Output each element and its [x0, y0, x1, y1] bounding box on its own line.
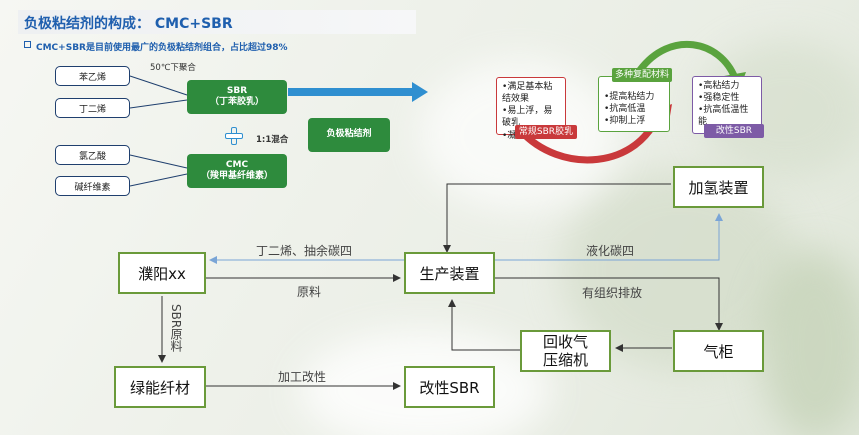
stage-tag-composite: 多种复配材料: [612, 68, 672, 82]
stage-item: •满足基本粘结效果: [502, 82, 553, 105]
stage-item: •抗高低温性能: [698, 105, 749, 128]
stage-item: •易上浮，易破乳: [502, 106, 553, 129]
node-puyang: 濮阳xx: [118, 252, 206, 294]
title-bar: [18, 10, 416, 34]
input-line: [129, 154, 188, 169]
stage-item: •高粘结力: [698, 81, 740, 91]
page-title: 负极粘结剂的构成： CMC+SBR: [24, 16, 233, 32]
result-box: 负极粘结剂: [308, 118, 390, 152]
cmc-box-line1: CMC: [225, 159, 249, 170]
edge-label-processing: 加工改性: [278, 370, 327, 384]
cmc-box-line2: （羧甲基纤维素）: [200, 171, 273, 181]
edge-label-sbr-raw: SBR原料: [169, 304, 183, 353]
sbr-box-line1: SBR: [226, 85, 248, 96]
input-line: [129, 99, 188, 109]
stage-item: •提高粘结力: [604, 92, 655, 102]
background-leaf: [760, 250, 859, 435]
input-butadiene: 丁二烯: [55, 98, 130, 118]
bullet-icon: [24, 41, 31, 48]
curve-arrow-green: [637, 40, 739, 80]
stage-item: •强稳定性: [698, 93, 740, 104]
node-gas-holder: 气柜: [673, 330, 764, 372]
mix-label: 1:1混合: [256, 135, 289, 145]
compressor-line2: 压缩机: [542, 351, 588, 369]
edge-liquefied: [495, 213, 723, 261]
cmc-box: CMC （羧甲基纤维素）: [187, 154, 287, 188]
stage-item: •抗高低温: [604, 104, 646, 115]
edge-comp-prod: [448, 299, 520, 351]
stage-tag-modified: 改性SBR: [704, 124, 764, 138]
node-green-fiber: 绿能纤材: [114, 366, 206, 408]
input-alkali-cellulose: 碱纤维素: [55, 176, 130, 196]
input-line: [129, 75, 188, 96]
stage-card-composite: •提高粘结力 •抗高低温 •抑制上浮: [598, 76, 670, 132]
stage-tag-conventional: 常规SBR胶乳: [515, 125, 577, 139]
node-production: 生产装置: [404, 252, 495, 294]
edge-label-emission: 有组织排放: [582, 286, 643, 300]
node-compressor: 回收气 压缩机: [520, 330, 611, 372]
input-styrene: 苯乙烯: [55, 66, 130, 86]
edge-label-raw: 原料: [297, 285, 322, 299]
edge-hydro-back: [443, 183, 671, 253]
node-modified-sbr: 改性SBR: [404, 366, 495, 408]
node-hydrogenation: 加氢装置: [673, 166, 764, 208]
compressor-line1: 回收气: [542, 333, 588, 351]
plus-icon: [225, 127, 243, 145]
input-chloroacetic: 氯乙酸: [55, 145, 130, 165]
edge-label-liquefied: 液化碳四: [586, 244, 635, 258]
sbr-box-line2: （丁苯胶乳）: [209, 97, 264, 107]
big-blue-arrow: [288, 82, 428, 102]
stage-item: •抑制上浮: [604, 116, 646, 127]
edge-label-butadiene: 丁二烯、抽余碳四: [256, 244, 353, 258]
stage-item: •凝: [502, 130, 517, 141]
condition-label: 50℃下聚合: [150, 63, 196, 73]
page-subtitle: CMC+SBR是目前使用最广的负极粘结剂组合，占比超过98%: [36, 43, 288, 53]
edge-emission: [495, 277, 723, 331]
sbr-box: SBR （丁苯胶乳）: [187, 80, 287, 114]
input-line: [129, 173, 188, 187]
